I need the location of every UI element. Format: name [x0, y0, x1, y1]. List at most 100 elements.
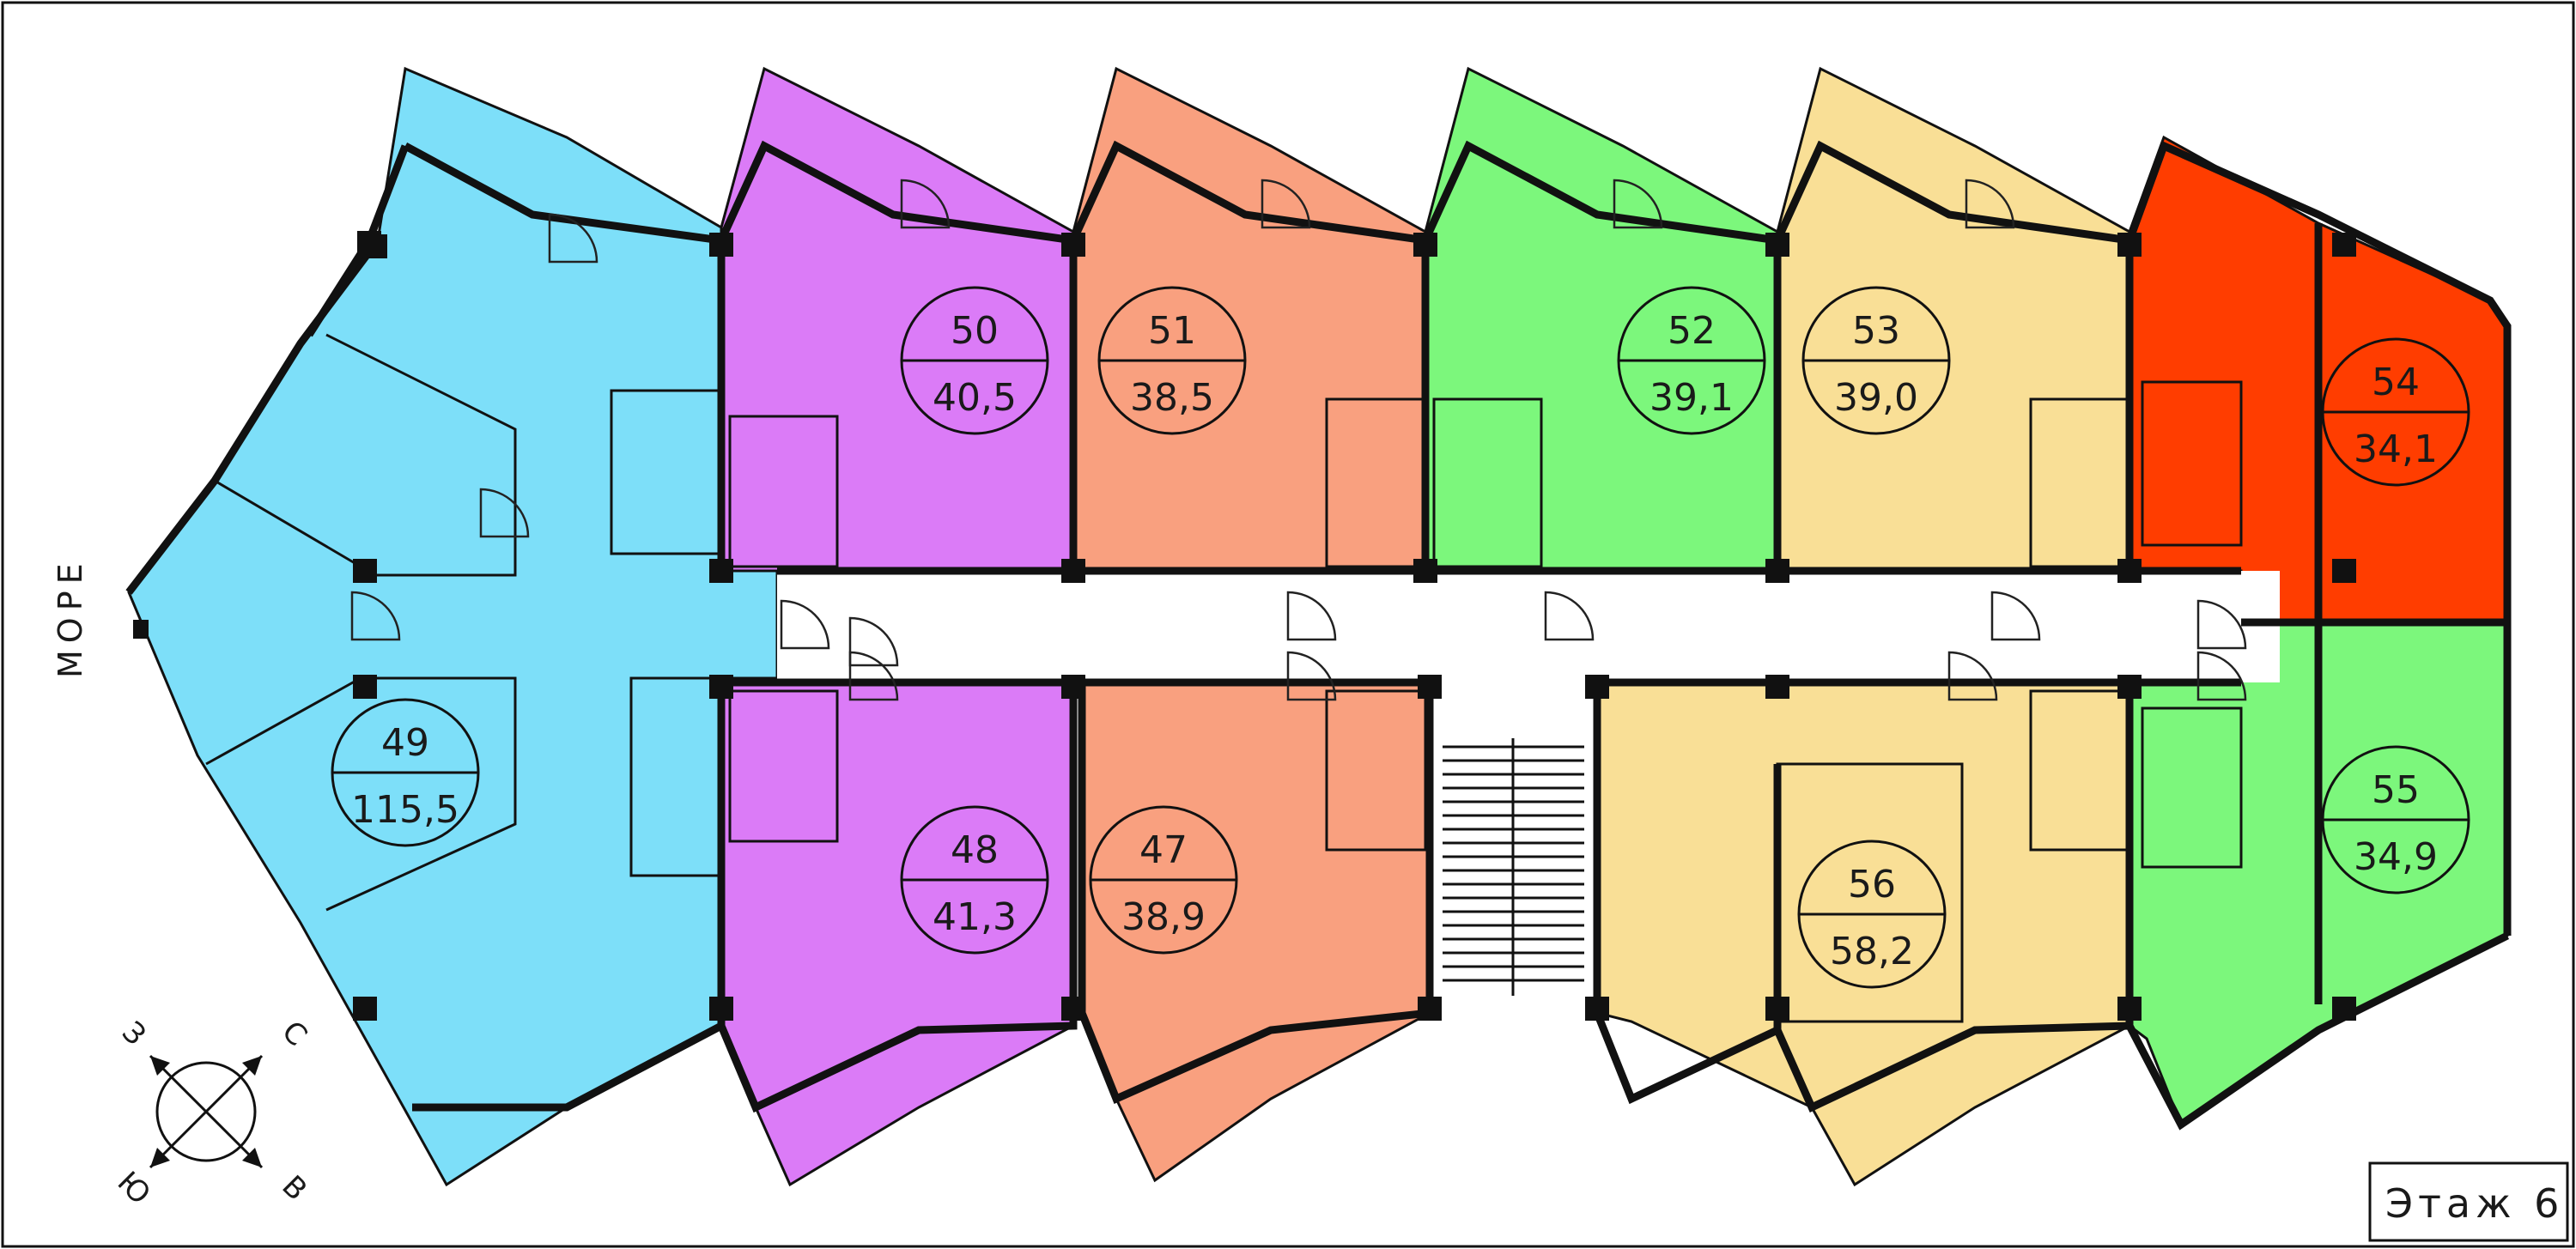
compass-arrow-icon — [242, 1056, 262, 1076]
column — [2117, 675, 2142, 699]
apartment-label-54: 54 34,1 — [2321, 337, 2470, 487]
columns — [353, 231, 2356, 1021]
column — [353, 675, 377, 699]
column — [1413, 233, 1437, 257]
apartment-area: 38,5 — [1130, 376, 1214, 420]
floor-box: Этаж 6 — [2368, 1161, 2569, 1242]
apartment-area: 34,1 — [2354, 427, 2438, 471]
apartment-area: 38,9 — [1121, 895, 1206, 939]
apartment-number: 47 — [1139, 828, 1188, 872]
column — [709, 559, 733, 583]
door — [780, 599, 830, 650]
column — [1413, 559, 1437, 583]
floor-label: Этаж 6 — [2385, 1180, 2564, 1227]
column — [1061, 675, 1085, 699]
door — [900, 179, 951, 229]
compass-rose: З С Ю В — [111, 1015, 314, 1212]
door — [1965, 179, 2015, 229]
column — [709, 233, 733, 257]
apartment-number: 55 — [2372, 768, 2420, 812]
apartment-area: 58,2 — [1830, 930, 1914, 973]
column — [2117, 559, 2142, 583]
staircase — [1443, 738, 1584, 996]
apartment-53[interactable] — [1776, 66, 2131, 573]
corridor — [777, 571, 2280, 682]
apartment-number: 54 — [2372, 361, 2420, 404]
door — [479, 488, 530, 538]
column — [1418, 675, 1442, 699]
door — [1261, 179, 1311, 229]
compass-east: В — [275, 1169, 313, 1208]
door — [1613, 179, 1663, 229]
apartment-48[interactable] — [720, 681, 1075, 1187]
column — [1418, 997, 1442, 1021]
apartment-number: 50 — [951, 309, 999, 353]
apartment-label-48: 48 41,3 — [900, 805, 1049, 955]
apartment-number: 56 — [1848, 863, 1896, 906]
door — [548, 213, 598, 264]
column — [2117, 233, 2142, 257]
compass-north: С — [275, 1015, 313, 1053]
apartment-area: 34,9 — [2354, 835, 2438, 879]
column — [1061, 233, 1085, 257]
column — [1061, 997, 1085, 1021]
apartment-area: 39,1 — [1649, 376, 1734, 420]
column — [1765, 997, 1789, 1021]
door — [2196, 599, 2247, 650]
door — [2196, 651, 2247, 701]
apartment-52[interactable] — [1424, 66, 1779, 573]
apartment-number: 53 — [1852, 309, 1900, 353]
column — [2332, 233, 2356, 257]
column — [363, 234, 387, 258]
compass-circle — [155, 1061, 257, 1162]
apartment-area: 40,5 — [933, 376, 1017, 420]
apartment-number: 52 — [1668, 309, 1716, 353]
compass-west: З — [115, 1015, 153, 1052]
door — [848, 616, 899, 667]
column — [2332, 559, 2356, 583]
door — [1286, 591, 1337, 641]
column — [709, 997, 733, 1021]
column — [2117, 997, 2142, 1021]
compass-arrow-icon — [242, 1148, 262, 1167]
apartment-label-51: 51 38,5 — [1097, 286, 1247, 435]
column — [1061, 559, 1085, 583]
apartment-label-49: 49 115,5 — [331, 698, 480, 847]
door — [848, 651, 899, 701]
apartment-area: 39,0 — [1834, 376, 1918, 420]
compass-arrow-icon — [150, 1056, 170, 1076]
apartment-label-50: 50 40,5 — [900, 286, 1049, 435]
apartment-area: 115,5 — [351, 788, 459, 832]
apartment-label-52: 52 39,1 — [1617, 286, 1766, 435]
sea-marker — [133, 620, 149, 639]
apartment-label-53: 53 39,0 — [1801, 286, 1951, 435]
column — [2332, 997, 2356, 1021]
door — [1947, 651, 1998, 701]
compass-arrow-icon — [150, 1148, 170, 1167]
apartment-51[interactable] — [1072, 66, 1427, 573]
apartment-label-47: 47 38,9 — [1089, 805, 1238, 955]
apartment-50[interactable] — [720, 66, 1075, 573]
column — [1585, 997, 1609, 1021]
door — [350, 591, 401, 641]
corridor-end — [2181, 571, 2241, 682]
column — [1765, 675, 1789, 699]
column — [353, 559, 377, 583]
compass-south: Ю — [111, 1165, 157, 1211]
apartment-number: 51 — [1148, 309, 1196, 353]
column — [353, 997, 377, 1021]
doors — [350, 179, 2247, 701]
apartment-number: 48 — [951, 828, 999, 872]
column — [1765, 559, 1789, 583]
apartment-number: 49 — [381, 721, 429, 765]
column — [1585, 675, 1609, 699]
sea-label: МОРЕ — [52, 556, 89, 678]
bathrooms — [728, 380, 2243, 1023]
apartment-area: 41,3 — [933, 895, 1017, 939]
door — [1544, 591, 1595, 641]
door — [1286, 651, 1337, 701]
apartment-label-56: 56 58,2 — [1797, 840, 1947, 989]
